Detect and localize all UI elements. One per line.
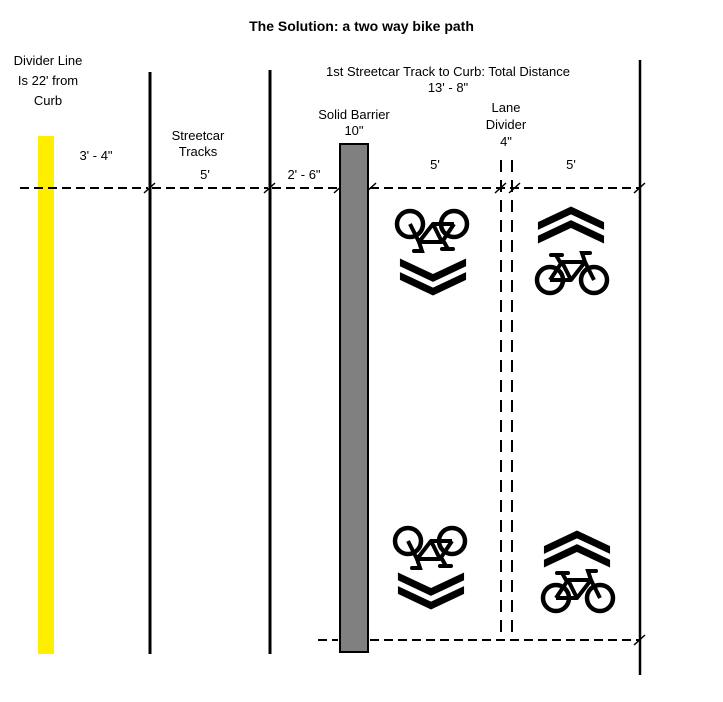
divider-to-track-distance: 3' - 4" [79, 148, 113, 163]
streetcar-tracks-label: Streetcar Tracks [171, 128, 225, 159]
lane-divider [500, 160, 513, 640]
right-lane-width: 5' [566, 157, 576, 172]
bottom-tick [633, 634, 646, 646]
lane-divider-label: Lane Divider 4" [485, 100, 527, 149]
bicycle-icon [543, 571, 613, 611]
solid-barrier [339, 143, 369, 653]
left-lane-width: 5' [430, 157, 440, 172]
divider-line [38, 136, 54, 654]
chevron-up-icon [537, 206, 605, 244]
divider-line-label: Divider Line Is 22' from Curb [13, 53, 83, 108]
total-distance-label: 1st Streetcar Track to Curb: Total Dista… [326, 64, 570, 95]
bicycle-icon [395, 528, 465, 568]
track-width: 5' [200, 167, 210, 182]
chevron-down-icon [399, 258, 467, 296]
chevron-up-icon [543, 530, 611, 568]
chevron-down-icon [397, 572, 465, 610]
solid-barrier-label: Solid Barrier 10" [318, 107, 390, 138]
diagram-title: The Solution: a two way bike path [249, 18, 474, 34]
bicycle-icon [537, 253, 607, 293]
track-to-barrier-distance: 2' - 6" [287, 167, 321, 182]
bicycle-icon [397, 211, 467, 251]
